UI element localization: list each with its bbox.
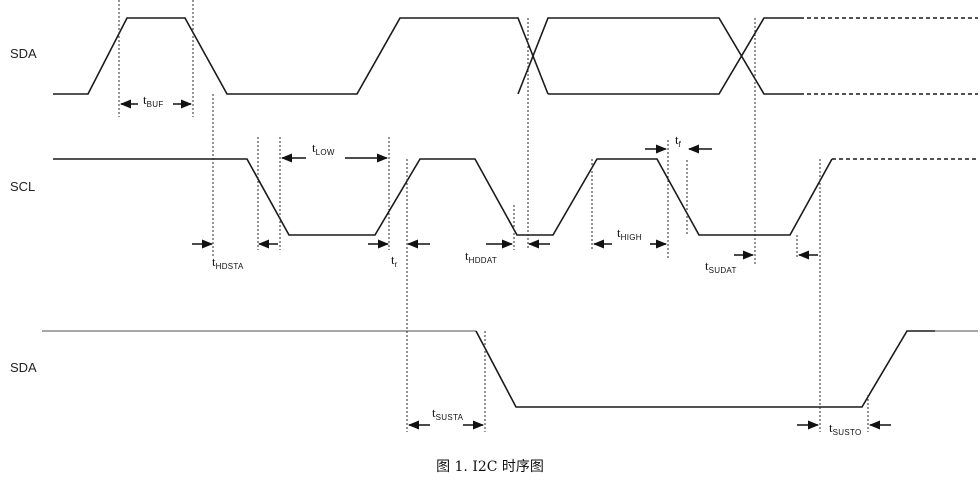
svg-text:tHDDAT: tHDDAT (465, 248, 497, 265)
t-hddat-annotation: tHDDAT (465, 239, 550, 265)
svg-text:tLOW: tLOW (312, 140, 335, 157)
scl-waveform (53, 158, 833, 236)
svg-text:tSUSTO: tSUSTO (829, 420, 862, 437)
svg-text:tHDSTA: tHDSTA (212, 254, 244, 271)
svg-text:tHIGH: tHIGH (617, 225, 642, 242)
t-hdsta-annotation: tHDSTA (192, 239, 278, 271)
sda-top-label: SDA (10, 46, 37, 61)
sda-bottom-waveform (475, 330, 935, 408)
t-r-annotation: tr (368, 239, 430, 269)
t-sudat-annotation: tSUDAT (705, 250, 818, 275)
sda-top-waveform-start (53, 17, 549, 95)
t-high-annotation: tHIGH (592, 225, 668, 249)
t-f-annotation: tf (645, 132, 712, 154)
figure-caption: 图 1. I2C 时序图 (436, 459, 544, 475)
t-susto-annotation: tSUSTO (797, 420, 891, 437)
svg-text:tSUSTA: tSUSTA (432, 405, 464, 422)
t-susta-annotation: tSUSTA (407, 405, 485, 430)
sda-bottom-label: SDA (10, 360, 37, 375)
sda-top-waveform-transition-2 (548, 17, 800, 95)
svg-text:tr: tr (391, 252, 398, 269)
t-buf-annotation: tBUF (119, 92, 193, 109)
svg-text:tf: tf (675, 132, 682, 149)
sda-top-waveform-transition (517, 17, 800, 95)
scl-label: SCL (10, 179, 35, 194)
reference-lines (118, 0, 869, 432)
svg-text:tSUDAT: tSUDAT (705, 258, 737, 275)
t-low-annotation: tLOW (280, 140, 389, 163)
svg-text:tBUF: tBUF (143, 92, 164, 109)
